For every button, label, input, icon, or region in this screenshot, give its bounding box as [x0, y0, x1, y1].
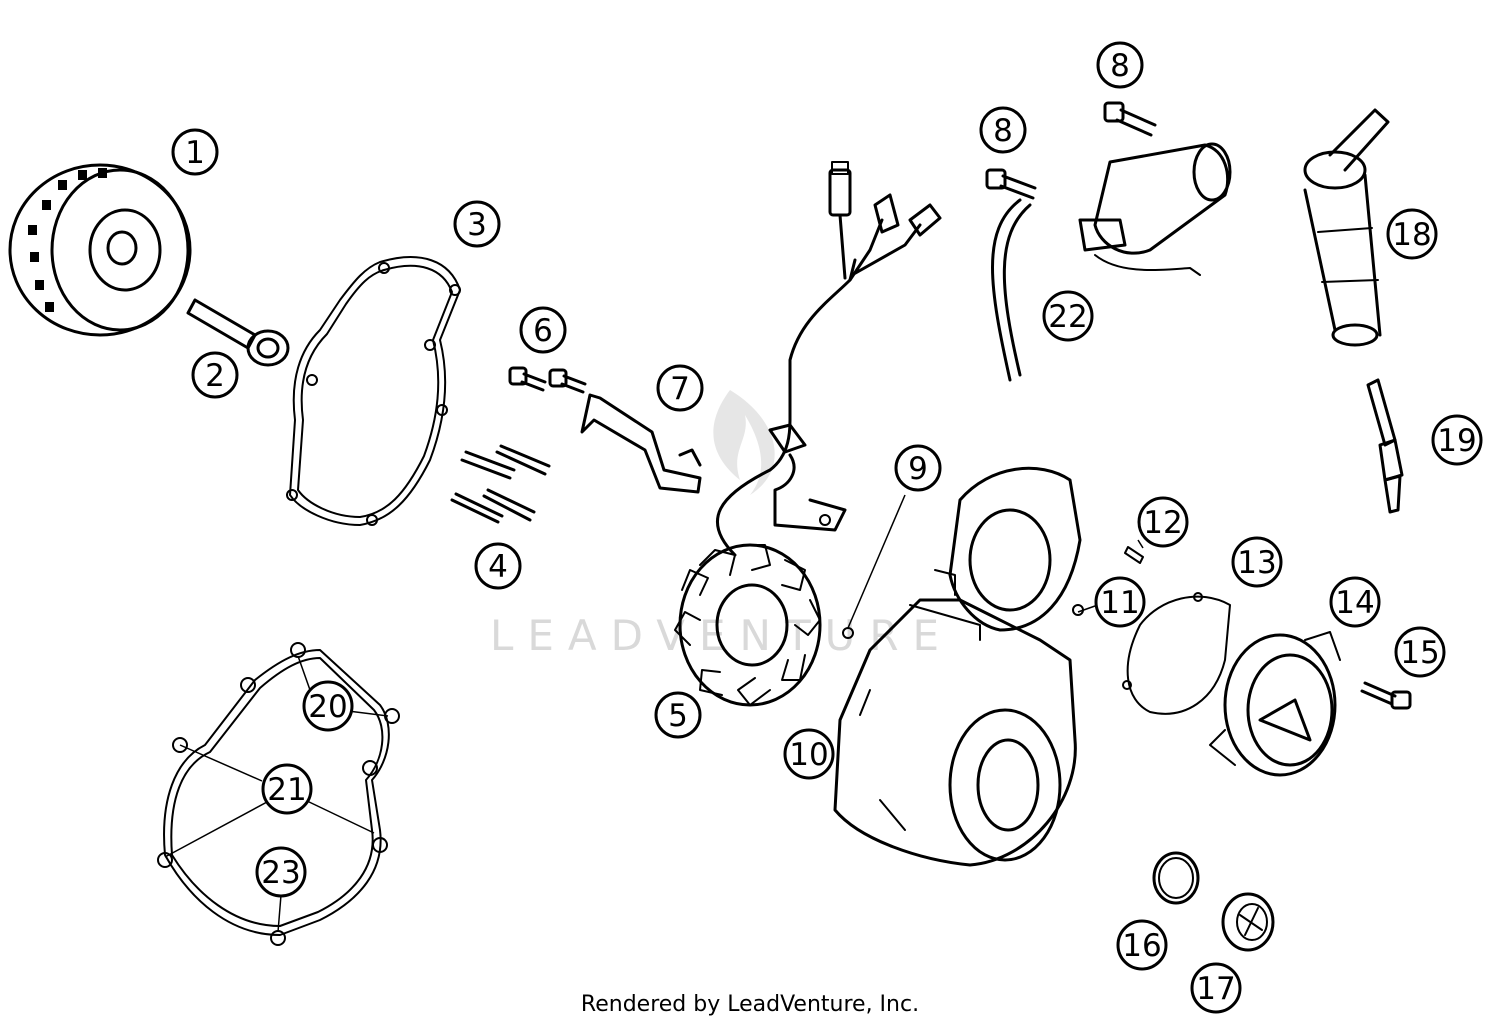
stator-assembly[interactable]	[674, 161, 942, 707]
bolt-15[interactable]	[1360, 681, 1412, 710]
callout-23[interactable]: 23	[255, 846, 307, 898]
callout-label-9: 9	[908, 451, 928, 487]
callout-4[interactable]: 4	[474, 542, 522, 590]
cover-screws[interactable]	[450, 444, 551, 524]
callout-label-6: 6	[533, 313, 553, 349]
callout-label-1: 1	[185, 135, 205, 171]
callout-label-5: 5	[668, 698, 688, 734]
callout-5[interactable]: 5	[654, 691, 702, 739]
callout-16[interactable]: 16	[1116, 919, 1168, 971]
callout-22[interactable]: 22	[1042, 290, 1094, 342]
callout-6[interactable]: 6	[519, 306, 567, 354]
callout-15[interactable]: 15	[1394, 626, 1446, 678]
callout-label-16: 16	[1122, 928, 1161, 964]
callout-label-2: 2	[205, 358, 225, 394]
inspection-gasket[interactable]	[1122, 592, 1231, 715]
callout-label-22: 22	[1048, 299, 1087, 335]
watermark: LEADVENTURE	[490, 390, 953, 660]
callout-label-23: 23	[261, 855, 300, 891]
ignition-cover[interactable]	[833, 466, 1082, 867]
spark-plug-boot[interactable]	[1303, 108, 1390, 347]
callout-label-17: 17	[1196, 971, 1235, 1007]
callout-label-13: 13	[1237, 545, 1276, 581]
callout-label-14: 14	[1335, 585, 1374, 621]
bracket-screws[interactable]	[508, 366, 587, 394]
callout-label-12: 12	[1143, 505, 1182, 541]
ignition-cover-gasket[interactable]	[286, 256, 461, 526]
callout-20[interactable]: 20	[302, 680, 354, 732]
wire-bracket[interactable]	[580, 393, 702, 494]
callout-14[interactable]: 14	[1329, 576, 1381, 628]
dowel-pin-12[interactable]	[1124, 546, 1144, 564]
callout-label-21: 21	[267, 772, 306, 808]
callout-17[interactable]: 17	[1190, 962, 1242, 1014]
callout-13[interactable]: 13	[1231, 536, 1283, 588]
callout-9[interactable]: 9	[894, 444, 942, 492]
callout-label-11: 11	[1100, 585, 1139, 621]
callout-7[interactable]: 7	[656, 364, 704, 412]
callout-11[interactable]: 11	[1094, 576, 1146, 628]
callout-21[interactable]: 21	[261, 763, 313, 815]
starter-bolts[interactable]	[985, 101, 1157, 200]
callout-19[interactable]: 19	[1431, 414, 1483, 466]
callout-label-15: 15	[1400, 635, 1439, 671]
callout-label-20: 20	[308, 689, 347, 725]
callout-label-4: 4	[488, 549, 508, 585]
callout-2[interactable]: 2	[191, 351, 239, 399]
callout-label-18: 18	[1392, 217, 1431, 253]
callout-10[interactable]: 10	[783, 728, 835, 780]
callout-8a[interactable]: 8	[1096, 41, 1144, 89]
callout-8b[interactable]: 8	[979, 106, 1027, 154]
callout-label-3: 3	[467, 207, 487, 243]
callout-18[interactable]: 18	[1386, 208, 1438, 260]
callout-12[interactable]: 12	[1137, 496, 1189, 548]
watermark-text: LEADVENTURE	[490, 611, 953, 660]
callout-label-19: 19	[1437, 423, 1476, 459]
callout-label-10: 10	[789, 737, 828, 773]
o-ring[interactable]	[1152, 851, 1200, 905]
spark-plug[interactable]	[1366, 378, 1404, 514]
cap-17[interactable]	[1221, 892, 1275, 952]
callout-3[interactable]: 3	[453, 200, 501, 248]
callout-label-7: 7	[670, 371, 690, 407]
callout-label-8b: 8	[993, 113, 1013, 149]
pump-cover[interactable]	[1209, 631, 1341, 777]
flywheel-rotor[interactable]	[8, 163, 192, 337]
callout-1[interactable]: 1	[171, 128, 219, 176]
starter-motor[interactable]	[991, 142, 1232, 382]
footer-credit: Rendered by LeadVenture, Inc.	[580, 992, 920, 1017]
rotor-bolt[interactable]	[186, 298, 290, 367]
callout-label-8a: 8	[1110, 48, 1130, 84]
